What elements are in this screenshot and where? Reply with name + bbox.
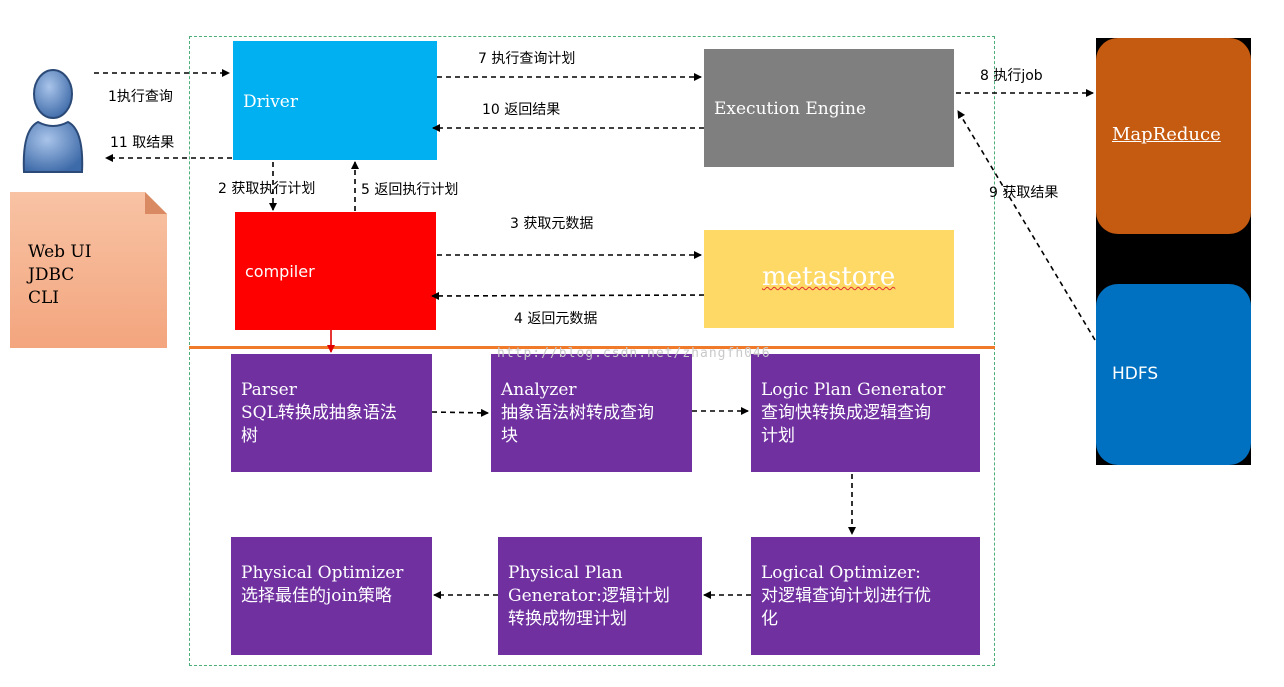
driver-label: Driver (243, 92, 298, 112)
logic-plan-generator-title: Logic Plan Generator (761, 380, 946, 400)
physical-plan-generator-desc-1: Generator:逻辑计划 (508, 586, 670, 606)
edge-2-label: 2 获取执行计划 (218, 181, 316, 197)
edge-9-line (957, 110, 1096, 341)
physical-optimizer-box: Physical Optimizer 选择最佳的join策略 (231, 537, 432, 655)
client-web-ui: Web UI (28, 242, 92, 262)
physical-plan-generator-desc-2: 转换成物理计划 (508, 609, 627, 629)
user-icon (22, 69, 84, 173)
mapreduce-node: MapReduce (1096, 38, 1251, 234)
physical-plan-generator-title: Physical Plan (508, 563, 623, 583)
physical-plan-generator-box: Physical Plan Generator:逻辑计划 转换成物理计划 (498, 537, 702, 655)
parser-desc-2: 树 (241, 426, 258, 446)
edge-3-label: 3 获取元数据 (510, 216, 594, 232)
hdfs-node: HDFS (1096, 284, 1251, 465)
client-note-shape (10, 192, 167, 348)
compiler-node: compiler (235, 212, 436, 330)
metastore-label: metastore (762, 262, 896, 292)
watermark: http://blog.csdn.net/zhangfh046 (497, 346, 771, 361)
parser-box: Parser SQL转换成抽象语法 树 (231, 354, 432, 472)
analyzer-desc-1: 抽象语法树转成查询 (501, 403, 654, 423)
client-cli: CLI (28, 288, 60, 308)
analyzer-box: Analyzer 抽象语法树转成查询 块 (491, 354, 692, 472)
edge-1-label: 1执行查询 (108, 89, 173, 105)
compiler-label: compiler (245, 262, 315, 281)
hdfs-label: HDFS (1112, 364, 1159, 384)
client-jdbc: JDBC (28, 265, 75, 285)
analyzer-title: Analyzer (501, 380, 577, 400)
edge-9-label: 9 获取结果 (989, 185, 1059, 201)
metastore-node: metastore (704, 230, 954, 328)
edge-5-label: 5 返回执行计划 (361, 182, 459, 198)
edge-7-label: 7 执行查询计划 (478, 51, 576, 67)
edge-parser-analyzer (431, 408, 489, 417)
edge-10-label: 10 返回结果 (482, 102, 561, 118)
client-list: Web UI JDBC CLI (28, 241, 91, 310)
logic-plan-generator-desc-1: 查询快转换成逻辑查询 (761, 403, 931, 423)
analyzer-desc-2: 块 (501, 426, 518, 446)
execution-engine-label: Execution Engine (714, 99, 867, 119)
logic-plan-generator-box: Logic Plan Generator 查询快转换成逻辑查询 计划 (751, 354, 980, 472)
parser-title: Parser (241, 380, 297, 400)
logic-plan-generator-desc-2: 计划 (761, 426, 795, 446)
edge-4-line (431, 291, 705, 300)
logical-optimizer-title: Logical Optimizer: (761, 563, 921, 583)
logical-optimizer-box: Logical Optimizer: 对逻辑查询计划进行优 化 (751, 537, 980, 655)
logical-optimizer-desc-1: 对逻辑查询计划进行优 (761, 586, 931, 606)
physical-optimizer-desc-1: 选择最佳的join策略 (241, 586, 392, 606)
edge-4-label: 4 返回元数据 (514, 311, 598, 327)
mapreduce-label: MapReduce (1112, 124, 1221, 145)
hive-architecture-frame (189, 36, 995, 666)
logical-optimizer-desc-2: 化 (761, 609, 778, 629)
physical-optimizer-title: Physical Optimizer (241, 563, 404, 583)
driver-node: Driver (233, 41, 437, 160)
parser-desc-1: SQL转换成抽象语法 (241, 403, 397, 423)
pipeline-separator (189, 346, 995, 349)
edge-11-label: 11 取结果 (110, 135, 175, 151)
execution-engine-node: Execution Engine (704, 49, 954, 167)
edge-8-label: 8 执行job (980, 68, 1043, 84)
